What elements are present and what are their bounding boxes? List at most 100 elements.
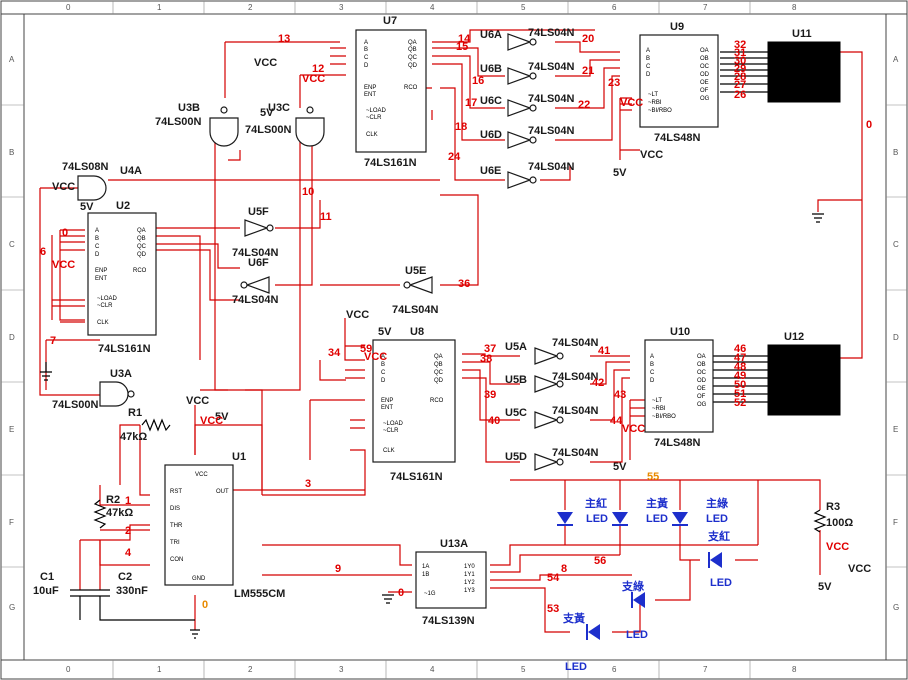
chip-u1[interactable]: U1 LM555CM VCC RST DIS THR TRI CON GND O… <box>164 451 285 600</box>
part-ref: U13A <box>440 538 468 550</box>
svg-text:LED: LED <box>565 661 587 673</box>
svg-text:QB: QB <box>408 47 417 53</box>
part-type: 74LS04N <box>552 371 599 383</box>
svg-text:~CLR: ~CLR <box>366 115 382 121</box>
svg-text:11: 11 <box>320 211 332 223</box>
col-label: 6 <box>612 3 617 12</box>
svg-text:VCC: VCC <box>254 57 277 69</box>
chip-u8[interactable]: U8 74LS161N A B C D ENP ENT ~LOAD ~CLR C… <box>372 326 456 483</box>
svg-text:OF: OF <box>697 394 706 400</box>
svg-text:VCC: VCC <box>195 472 208 478</box>
part-ref: U5D <box>505 451 527 463</box>
svg-text:LED: LED <box>586 513 608 525</box>
svg-text:ENT: ENT <box>381 405 393 411</box>
col-label: 3 <box>339 665 344 674</box>
svg-text:LED: LED <box>710 577 732 589</box>
svg-text:38: 38 <box>480 353 492 365</box>
inverter-u6a[interactable]: U6A 74LS04N <box>480 27 575 51</box>
capacitor-c2[interactable]: C2 330nF <box>90 571 195 621</box>
part-ref: U6B <box>480 63 502 75</box>
row-label: A <box>893 55 899 64</box>
svg-text:42: 42 <box>592 377 604 389</box>
led-side-yellow[interactable]: 支黃 LED <box>562 611 600 673</box>
svg-text:0: 0 <box>62 227 68 239</box>
part-ref: U7 <box>383 15 397 27</box>
svg-text:OG: OG <box>700 96 710 102</box>
part-ref: U4A <box>120 165 142 177</box>
svg-text:QB: QB <box>137 236 146 242</box>
svg-text:29: 29 <box>734 63 746 75</box>
gate-u3c[interactable]: U3C 74LS00N <box>245 102 325 147</box>
part-ref: U8 <box>410 326 424 338</box>
svg-text:43: 43 <box>614 389 626 401</box>
chip-u10[interactable]: U10 74LS48N A B C D ~LT ~RBI ~BI/RBO OA … <box>644 326 714 449</box>
resistor-r3[interactable]: R3 100Ω <box>813 501 853 533</box>
part-ref: R1 <box>128 407 142 419</box>
svg-text:OB: OB <box>700 56 709 62</box>
svg-text:51: 51 <box>734 388 746 400</box>
svg-text:21: 21 <box>582 65 594 77</box>
svg-text:QA: QA <box>434 354 443 360</box>
svg-text:C: C <box>95 244 100 250</box>
gate-u3a[interactable]: U3A 74LS00N <box>52 368 135 411</box>
inverter-u5a[interactable]: U5A 74LS04N <box>505 337 599 365</box>
led-side-red[interactable]: 支紅 LED <box>707 529 732 589</box>
inverter-u5f[interactable]: U5F 74LS04N <box>232 206 279 259</box>
inverter-u6d[interactable]: U6D 74LS04N <box>480 125 575 149</box>
svg-text:5V: 5V <box>215 411 229 423</box>
svg-text:36: 36 <box>458 278 470 290</box>
svg-text:4: 4 <box>125 547 132 559</box>
svg-text:23: 23 <box>608 77 620 89</box>
gate-u3b[interactable]: U3B 74LS00N <box>155 102 239 147</box>
resistor-r1[interactable]: R1 47kΩ <box>120 407 171 443</box>
svg-text:0: 0 <box>866 119 872 131</box>
led-side-green[interactable]: 支綠 LED <box>621 579 648 641</box>
chip-u2[interactable]: U2 74LS161N A B C D ENP ENT ~LOAD ~CLR C… <box>87 200 157 355</box>
inverter-u5d[interactable]: U5D 74LS04N <box>505 447 599 471</box>
inverter-u6c[interactable]: U6C 74LS04N <box>480 93 575 117</box>
led-main-red[interactable]: 主紅 LED <box>557 496 608 526</box>
led-main-yellow[interactable]: 主黃 LED <box>612 496 668 526</box>
col-label: 3 <box>339 3 344 12</box>
svg-text:ENT: ENT <box>95 276 107 282</box>
part-ref: U2 <box>116 200 130 212</box>
chip-u13a[interactable]: U13A 74LS139N 1A 1B ~1G 1Y0 1Y1 1Y2 1Y3 <box>415 538 487 627</box>
part-type: 74LS04N <box>528 61 575 73</box>
display-u12[interactable]: U12 <box>767 331 841 416</box>
svg-text:OC: OC <box>700 64 710 70</box>
part-ref: U11 <box>792 28 812 40</box>
col-label: 6 <box>612 665 617 674</box>
svg-text:18: 18 <box>455 121 467 133</box>
svg-text:1Y3: 1Y3 <box>464 588 475 594</box>
display-u11[interactable]: U11 <box>767 28 841 103</box>
svg-text:OD: OD <box>697 378 707 384</box>
gate-u4a[interactable]: U4A 74LS08N <box>62 161 142 201</box>
row-label: F <box>9 518 14 527</box>
part-ref: U10 <box>670 326 690 338</box>
capacitor-c1[interactable]: C1 10uF <box>33 571 90 620</box>
chip-u9[interactable]: U9 74LS48N A B C D ~LT ~RBI ~BI/RBO OA O… <box>639 21 719 144</box>
inverter-u5c[interactable]: U5C 74LS04N <box>505 405 599 429</box>
svg-text:OG: OG <box>697 402 707 408</box>
row-label: C <box>9 240 15 249</box>
inverter-u6f[interactable]: U6F 74LS04N <box>232 257 279 306</box>
svg-text:1Y0: 1Y0 <box>464 564 475 570</box>
svg-text:2: 2 <box>125 525 131 537</box>
part-type: 74LS00N <box>245 124 292 136</box>
ground-symbols <box>40 213 824 639</box>
inverter-u6b[interactable]: U6B 74LS04N <box>480 61 575 85</box>
led-main-green[interactable]: 主綠 LED <box>672 496 729 526</box>
col-label: 4 <box>430 665 435 674</box>
row-label: D <box>9 333 15 342</box>
inverter-u5b[interactable]: U5B 74LS04N <box>505 371 599 393</box>
chip-u7[interactable]: U7 74LS161N A B C D ENP ENT ~LOAD ~CLR C… <box>355 15 427 169</box>
inverter-u6e[interactable]: U6E 74LS04N <box>480 161 575 189</box>
resistor-r2[interactable]: R2 47kΩ <box>93 494 133 529</box>
row-label: E <box>9 425 14 434</box>
svg-text:34: 34 <box>328 347 341 359</box>
svg-text:VCC: VCC <box>826 541 849 553</box>
inverter-u5e[interactable]: U5E 74LS04N <box>392 265 439 316</box>
svg-text:28: 28 <box>734 71 746 83</box>
svg-text:15: 15 <box>456 41 468 53</box>
svg-text:1B: 1B <box>422 572 429 578</box>
